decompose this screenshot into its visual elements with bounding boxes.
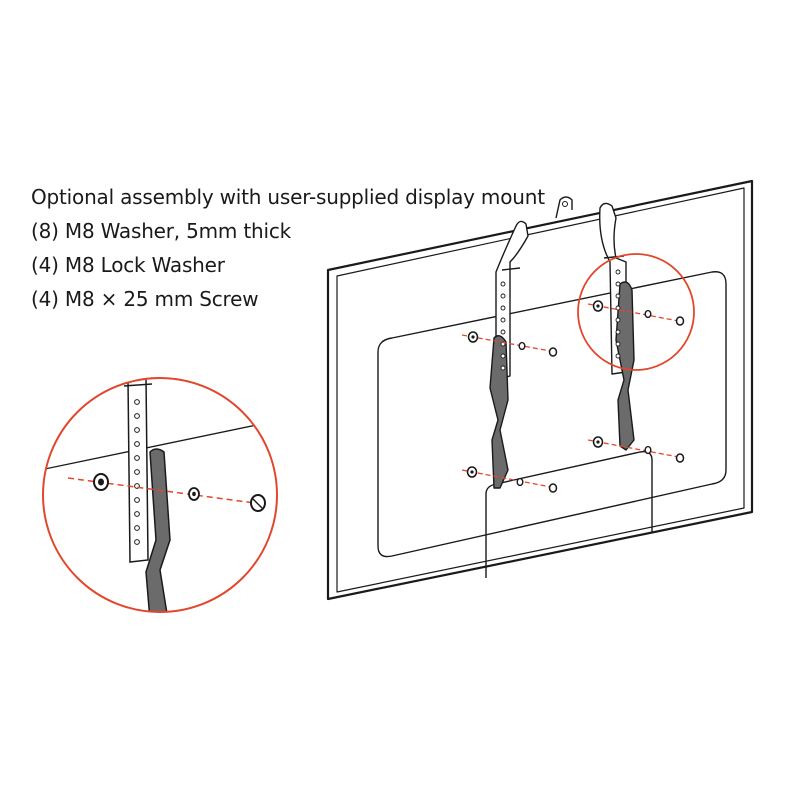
washer-icon — [93, 473, 109, 491]
caption-title: Optional assembly with user-supplied dis… — [31, 185, 545, 209]
top-hook-hole — [562, 201, 568, 207]
hardware-set-upper-left — [461, 331, 558, 357]
lock-washer-icon — [644, 309, 652, 319]
tv-back-panel — [377, 271, 727, 558]
lock-washer-icon — [516, 477, 524, 487]
screw-icon — [548, 347, 558, 357]
detail-mount-plate — [145, 448, 171, 612]
hardware-set-upper-right — [587, 300, 685, 326]
washer-icon — [466, 466, 478, 478]
hardware-set-lower-left — [461, 466, 558, 493]
assembly-caption: Optional assembly with user-supplied dis… — [31, 180, 545, 316]
top-hook — [555, 196, 573, 219]
detail-callout-large — [42, 377, 278, 613]
tv-connector-recess — [485, 450, 653, 578]
left-bracket-crossbar — [501, 267, 521, 271]
tv-display — [326, 179, 754, 601]
hardware-set-lower-right — [587, 436, 685, 463]
right-bracket-holes — [615, 269, 621, 359]
washer-icon — [467, 331, 479, 343]
washer-icon — [592, 436, 604, 448]
detail-callout-small — [577, 253, 695, 371]
washer-icon — [592, 300, 604, 312]
left-bracket — [489, 220, 529, 489]
detail-bracket-holes — [134, 399, 140, 545]
lock-washer-icon — [518, 341, 526, 351]
detail-bracket-hook — [123, 383, 153, 387]
lock-washer-icon — [644, 445, 652, 455]
left-bracket-plate — [489, 335, 509, 489]
caption-item-washer: (8) M8 Washer, 5mm thick — [31, 219, 292, 243]
lock-washer-icon — [188, 487, 200, 501]
screw-icon — [675, 453, 685, 463]
caption-item-screw: (4) M8 × 25 mm Screw — [31, 287, 259, 311]
right-bracket-plate — [615, 281, 635, 451]
caption-item-lock-washer: (4) M8 Lock Washer — [31, 253, 225, 277]
screw-icon — [250, 494, 266, 512]
left-bracket-holes — [500, 281, 506, 371]
screw-icon — [675, 316, 685, 326]
screw-icon — [548, 483, 558, 493]
detail-tv-edge — [43, 417, 277, 471]
